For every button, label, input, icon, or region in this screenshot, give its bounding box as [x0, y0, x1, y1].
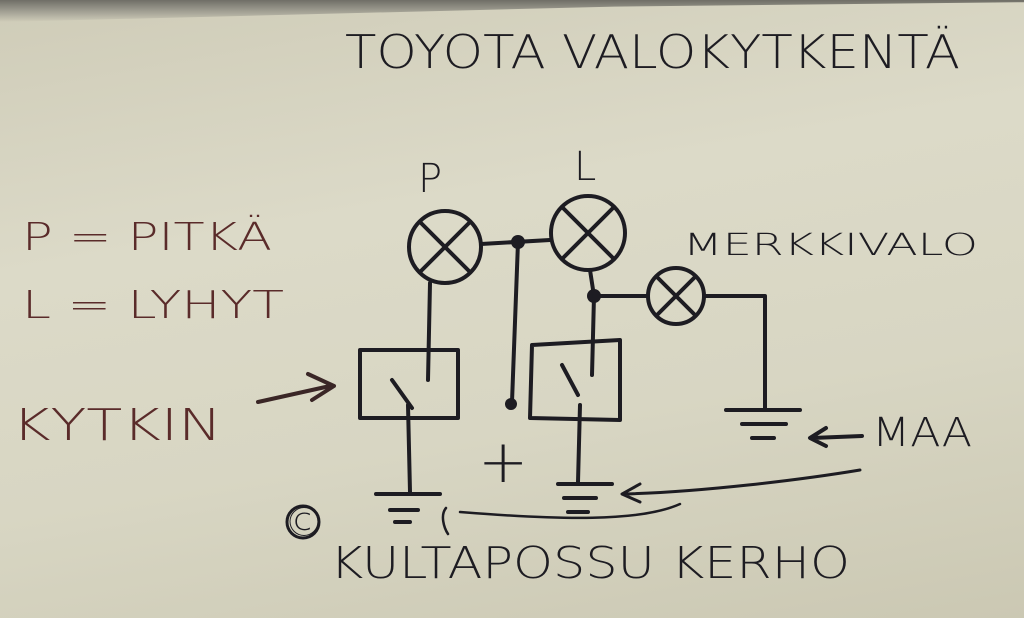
lamp-l-icon: [549, 194, 627, 272]
ground-label: MAA: [872, 410, 972, 456]
ground-link-arrow-icon: [441, 502, 682, 536]
ground-arrow-icon: [808, 426, 864, 448]
lamp-p-label: P: [418, 156, 442, 202]
switch-arrow-icon: [256, 372, 336, 404]
ground-symbol-marker-icon: [724, 408, 802, 440]
legend-p: P = PITKÄ: [22, 215, 272, 259]
ground-arrow-long-icon: [620, 468, 862, 504]
signature: KULTAPOSSU KERHO: [330, 538, 850, 589]
marker-light-label: MERKKIVALO: [683, 228, 978, 263]
ground-symbol-p-icon: [374, 492, 442, 524]
switch-l-icon: [528, 338, 622, 422]
ground-symbol-l-icon: [556, 482, 614, 514]
marker-lamp-icon: [646, 266, 706, 326]
copyright-circle-icon: [285, 504, 321, 540]
diagram-title: TOYOTA VALOKYTKENTÄ: [345, 25, 960, 79]
lamp-l-label: L: [574, 144, 596, 190]
plus-label: +: [478, 427, 528, 497]
wires: [406, 235, 767, 494]
switch-label: KYTKIN: [12, 400, 222, 451]
lamp-p-icon: [407, 209, 483, 285]
switch-p-icon: [358, 348, 460, 420]
legend-l: L = LYHYT: [22, 283, 284, 327]
